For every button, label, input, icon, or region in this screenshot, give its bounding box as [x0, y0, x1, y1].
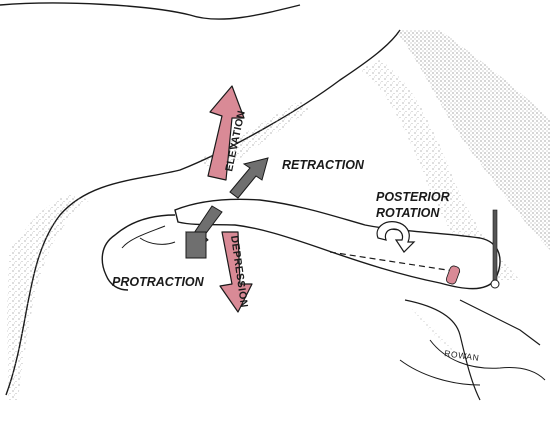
protraction-arrow — [185, 205, 223, 259]
curved-rotation-arrow-icon — [376, 221, 416, 253]
protraction-label: PROTRACTION — [112, 275, 205, 289]
retraction-arrow — [229, 157, 269, 199]
depression-arrow: DEPRESSION — [219, 231, 253, 313]
acromion-process — [101, 214, 176, 291]
pin-icon — [490, 209, 500, 289]
posterior-rotation-label-line1: POSTERIOR — [376, 190, 450, 204]
retraction-label: RETRACTION — [282, 158, 365, 172]
elevation-arrow: ELEVATION — [207, 85, 248, 181]
sternum-area — [399, 299, 546, 401]
artist-signature: ROWAN — [444, 348, 480, 363]
posterior-rotation-label-line2: ROTATION — [376, 206, 440, 220]
